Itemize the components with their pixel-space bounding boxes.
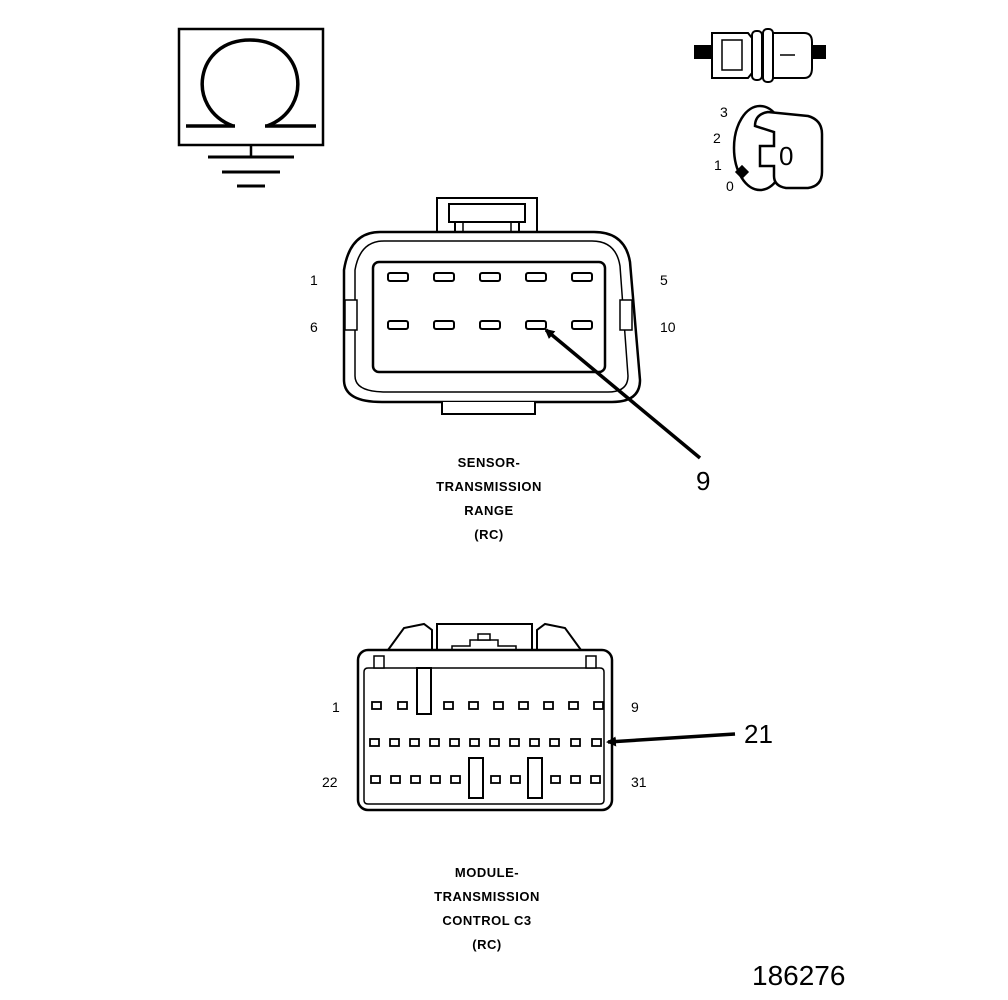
sensor-connector [342, 197, 642, 415]
module-title-line-4: (RC) [472, 937, 501, 952]
sensor-title-line-1: SENSOR- [458, 455, 521, 470]
sensor-pin-label-6: 6 [310, 319, 318, 335]
sensor-callout-label: 9 [696, 466, 710, 496]
module-pin-label-31: 31 [631, 774, 647, 790]
module-callout-label: 21 [744, 719, 773, 749]
sensor-title-line-3: RANGE [464, 503, 513, 518]
ignition-position-3: 3 [720, 104, 728, 120]
module-pin-label-9: 9 [631, 699, 639, 715]
module-connector-title: MODULE- TRANSMISSION CONTROL C3 (RC) [434, 865, 540, 952]
ignition-key-label: 0 [779, 141, 793, 171]
sensor-title-line-4: (RC) [474, 527, 503, 542]
module-title-line-3: CONTROL C3 [442, 913, 531, 928]
sensor-pin-label-5: 5 [660, 272, 668, 288]
sensor-callout-arrow [544, 328, 702, 460]
sensor-connector-title: SENSOR- TRANSMISSION RANGE (RC) [436, 455, 542, 542]
module-title-line-1: MODULE- [455, 865, 519, 880]
module-title-line-2: TRANSMISSION [434, 889, 540, 904]
sensor-title-line-2: TRANSMISSION [436, 479, 542, 494]
module-connector [356, 622, 614, 812]
ignition-position-0: 0 [726, 178, 734, 194]
figure-number: 186276 [752, 960, 845, 991]
module-callout-arrow [606, 732, 736, 747]
ignition-position-1: 1 [714, 157, 722, 173]
sensor-pin-label-1: 1 [310, 272, 318, 288]
sensor-pin-label-10: 10 [660, 319, 676, 335]
ignition-position-2: 2 [713, 130, 721, 146]
ohmmeter-ground-icon [177, 27, 325, 188]
module-pin-label-1: 1 [332, 699, 340, 715]
ignition-key-icon: 3 2 1 0 0 [713, 104, 824, 194]
module-pin-label-22: 22 [322, 774, 338, 790]
switch-icon [694, 28, 826, 83]
